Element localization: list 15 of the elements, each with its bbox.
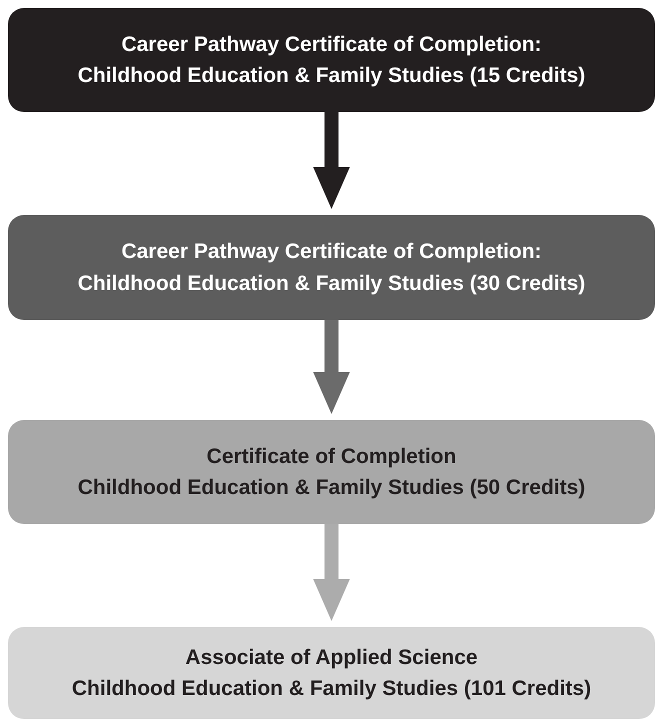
box-label: Childhood Education & Family Studies (50 Credits) — [78, 475, 586, 501]
box-label: Career Pathway Certificate of Completion: — [121, 32, 542, 58]
box-label: Associate of Applied Science — [185, 644, 478, 670]
process-box — [8, 215, 655, 320]
box-label: Certificate of Completion — [206, 444, 456, 470]
process-box — [8, 627, 655, 719]
arrow — [313, 112, 350, 209]
box-label: Childhood Education & Family Studies (15 Credits) — [78, 63, 586, 89]
process-box — [8, 8, 655, 112]
process-box — [8, 420, 655, 524]
arrow — [313, 320, 350, 414]
arrow — [313, 524, 350, 621]
box-label: Childhood Education & Family Studies (30 Credits) — [78, 270, 586, 296]
box-label: Career Pathway Certificate of Completion: — [121, 239, 542, 265]
box-label: Childhood Education & Family Studies (101 Credits) — [72, 676, 592, 702]
